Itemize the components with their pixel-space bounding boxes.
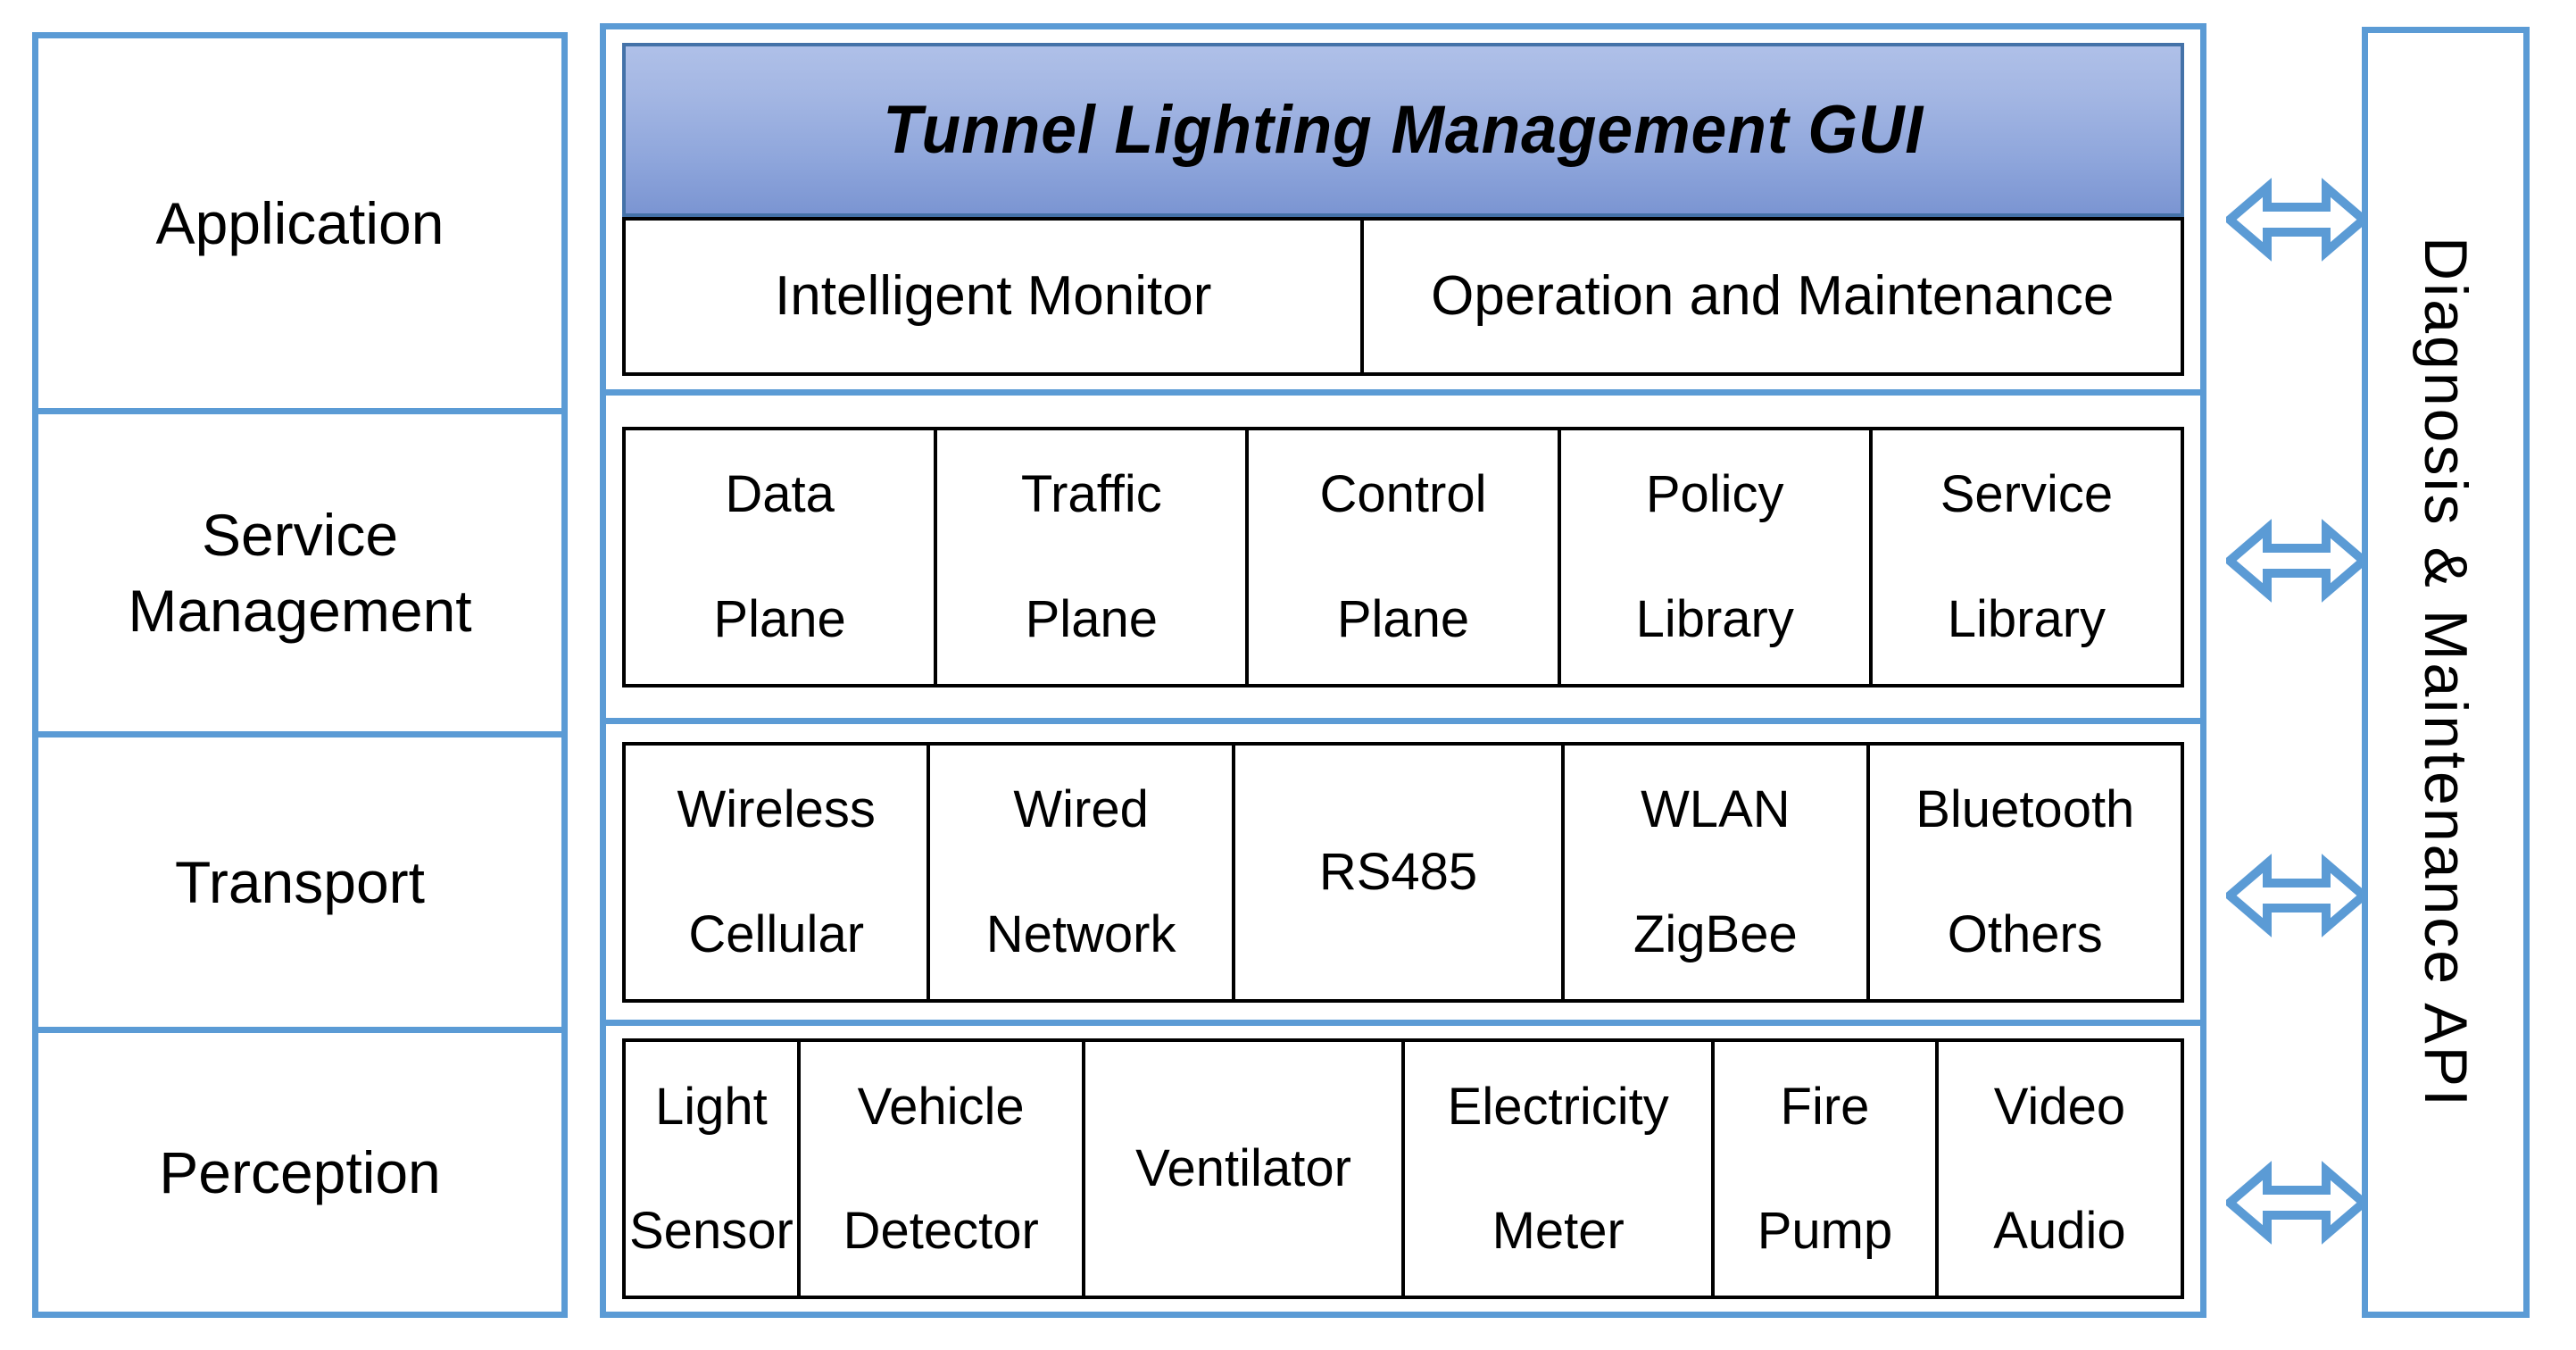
perception-cell-fire-pump-line1: Fire xyxy=(1780,1077,1870,1136)
perception-cell-fire-pump[interactable]: Fire Pump xyxy=(1715,1042,1939,1296)
perception-cell-video-audio[interactable]: Video Audio xyxy=(1939,1042,2181,1296)
layer-name-column: Application Service Management Transport… xyxy=(32,32,568,1318)
band-transport: Wireless Cellular Wired Network RS485 WL… xyxy=(606,724,2200,1026)
transport-cell-wired-network[interactable]: Wired Network xyxy=(930,745,1235,999)
transport-cell-wireless-cellular[interactable]: Wireless Cellular xyxy=(626,745,931,999)
layer-label-service-management: Service Management xyxy=(128,502,472,644)
service-cell-policy-library-line2: Library xyxy=(1635,589,1794,648)
transport-cell-bluetooth-others-line1: Bluetooth xyxy=(1915,780,2135,839)
service-cell-data-plane[interactable]: Data Plane xyxy=(626,429,938,684)
layer-label-transport: Transport xyxy=(175,848,425,915)
transport-cell-rs485-line1: RS485 xyxy=(1318,842,1478,901)
service-cell-traffic-plane[interactable]: Traffic Plane xyxy=(937,429,1250,684)
perception-cell-electricity-meter-line2: Meter xyxy=(1492,1202,1625,1260)
diagnosis-maintenance-api-panel[interactable]: Diagnosis & Maintenance API xyxy=(2362,27,2530,1318)
perception-band-inner: Light Sensor Vehicle Detector Ventilator… xyxy=(622,1038,2184,1299)
transport-cell-wlan-zigbee-line1: WLAN xyxy=(1641,780,1791,839)
perception-cell-fire-pump-line2: Pump xyxy=(1757,1202,1893,1260)
service-cell-control-plane-line1: Control xyxy=(1319,465,1487,524)
architecture-stack: Tunnel Lighting Management GUI Intellige… xyxy=(600,23,2206,1318)
transport-cell-wireless-cellular-line2: Cellular xyxy=(688,904,865,963)
service-cell-service-library[interactable]: Service Library xyxy=(1873,430,2181,684)
perception-cell-vehicle-detector[interactable]: Vehicle Detector xyxy=(801,1042,1085,1296)
layer-cell-perception[interactable]: Perception xyxy=(32,1027,568,1318)
layer-label-application: Application xyxy=(155,189,445,256)
transport-cell-wlan-zigbee-line2: ZigBee xyxy=(1633,904,1798,963)
transport-cell-wired-network-line1: Wired xyxy=(1013,780,1149,839)
service-cell-data-plane-line1: Data xyxy=(725,465,835,524)
service-cell-policy-library-line1: Policy xyxy=(1645,465,1784,524)
layer-cell-application[interactable]: Application xyxy=(32,32,568,414)
band-service-management: Data Plane Traffic Plane Control Plane P… xyxy=(606,396,2200,724)
perception-cell-electricity-meter[interactable]: Electricity Meter xyxy=(1405,1042,1716,1296)
application-cell-row: Intelligent Monitor Operation and Mainte… xyxy=(622,217,2184,376)
transport-cell-wireless-cellular-line1: Wireless xyxy=(677,780,876,839)
app-cell-operation-and-maintenance-label: Operation and Maintenance xyxy=(1431,265,2115,328)
perception-cell-ventilator[interactable]: Ventilator xyxy=(1085,1042,1406,1296)
double-arrow-icon-transport xyxy=(2226,851,2367,940)
service-cell-service-library-line2: Library xyxy=(1947,589,2107,648)
double-arrow-icon-application xyxy=(2226,175,2367,264)
transport-cell-wired-network-line2: Network xyxy=(985,904,1176,963)
service-band-inner: Data Plane Traffic Plane Control Plane P… xyxy=(622,426,2184,688)
perception-cell-light-sensor-line2: Sensor xyxy=(629,1202,794,1260)
layer-cell-service-management[interactable]: Service Management xyxy=(32,408,568,738)
double-arrow-icon-service-management xyxy=(2226,516,2367,605)
perception-cell-light-sensor[interactable]: Light Sensor xyxy=(626,1042,801,1296)
service-cell-service-library-line1: Service xyxy=(1940,465,2114,524)
gui-banner[interactable]: Tunnel Lighting Management GUI xyxy=(622,43,2184,217)
perception-cell-video-audio-line2: Audio xyxy=(1993,1202,2126,1260)
app-cell-operation-and-maintenance[interactable]: Operation and Maintenance xyxy=(1364,221,2181,372)
service-cell-data-plane-line2: Plane xyxy=(713,589,846,648)
transport-band-inner: Wireless Cellular Wired Network RS485 WL… xyxy=(622,741,2184,1003)
band-application: Tunnel Lighting Management GUI Intellige… xyxy=(606,29,2200,396)
layer-cell-transport[interactable]: Transport xyxy=(32,731,568,1033)
layer-label-perception: Perception xyxy=(159,1138,441,1205)
transport-cell-rs485[interactable]: RS485 xyxy=(1235,745,1566,999)
app-cell-intelligent-monitor[interactable]: Intelligent Monitor xyxy=(626,221,1365,372)
perception-cell-electricity-meter-line1: Electricity xyxy=(1447,1077,1669,1136)
diagnosis-maintenance-api-label: Diagnosis & Maintenance API xyxy=(2412,236,2480,1109)
band-perception: Light Sensor Vehicle Detector Ventilator… xyxy=(606,1026,2200,1312)
double-arrow-icon-perception xyxy=(2226,1158,2367,1247)
service-cell-row: Data Plane Traffic Plane Control Plane P… xyxy=(622,426,2184,688)
app-cell-intelligent-monitor-label: Intelligent Monitor xyxy=(775,265,1212,328)
perception-cell-video-audio-line1: Video xyxy=(1993,1077,2126,1136)
perception-cell-light-sensor-line1: Light xyxy=(655,1077,768,1136)
perception-cell-vehicle-detector-line2: Detector xyxy=(843,1202,1039,1260)
application-band-inner: Tunnel Lighting Management GUI Intellige… xyxy=(622,43,2184,376)
service-cell-control-plane-line2: Plane xyxy=(1336,589,1470,648)
service-cell-control-plane[interactable]: Control Plane xyxy=(1249,429,1561,684)
transport-cell-bluetooth-others[interactable]: Bluetooth Others xyxy=(1870,746,2181,999)
perception-cell-ventilator-line1: Ventilator xyxy=(1135,1139,1351,1198)
service-cell-traffic-plane-line1: Traffic xyxy=(1020,465,1162,524)
gui-banner-label: Tunnel Lighting Management GUI xyxy=(883,92,1924,168)
perception-cell-vehicle-detector-line1: Vehicle xyxy=(857,1077,1025,1136)
transport-cell-wlan-zigbee[interactable]: WLAN ZigBee xyxy=(1565,745,1870,999)
transport-cell-row: Wireless Cellular Wired Network RS485 WL… xyxy=(622,741,2184,1003)
transport-cell-bluetooth-others-line2: Others xyxy=(1947,904,2103,963)
service-cell-traffic-plane-line2: Plane xyxy=(1025,589,1158,648)
service-cell-policy-library[interactable]: Policy Library xyxy=(1561,429,1873,684)
perception-cell-row: Light Sensor Vehicle Detector Ventilator… xyxy=(622,1038,2184,1299)
